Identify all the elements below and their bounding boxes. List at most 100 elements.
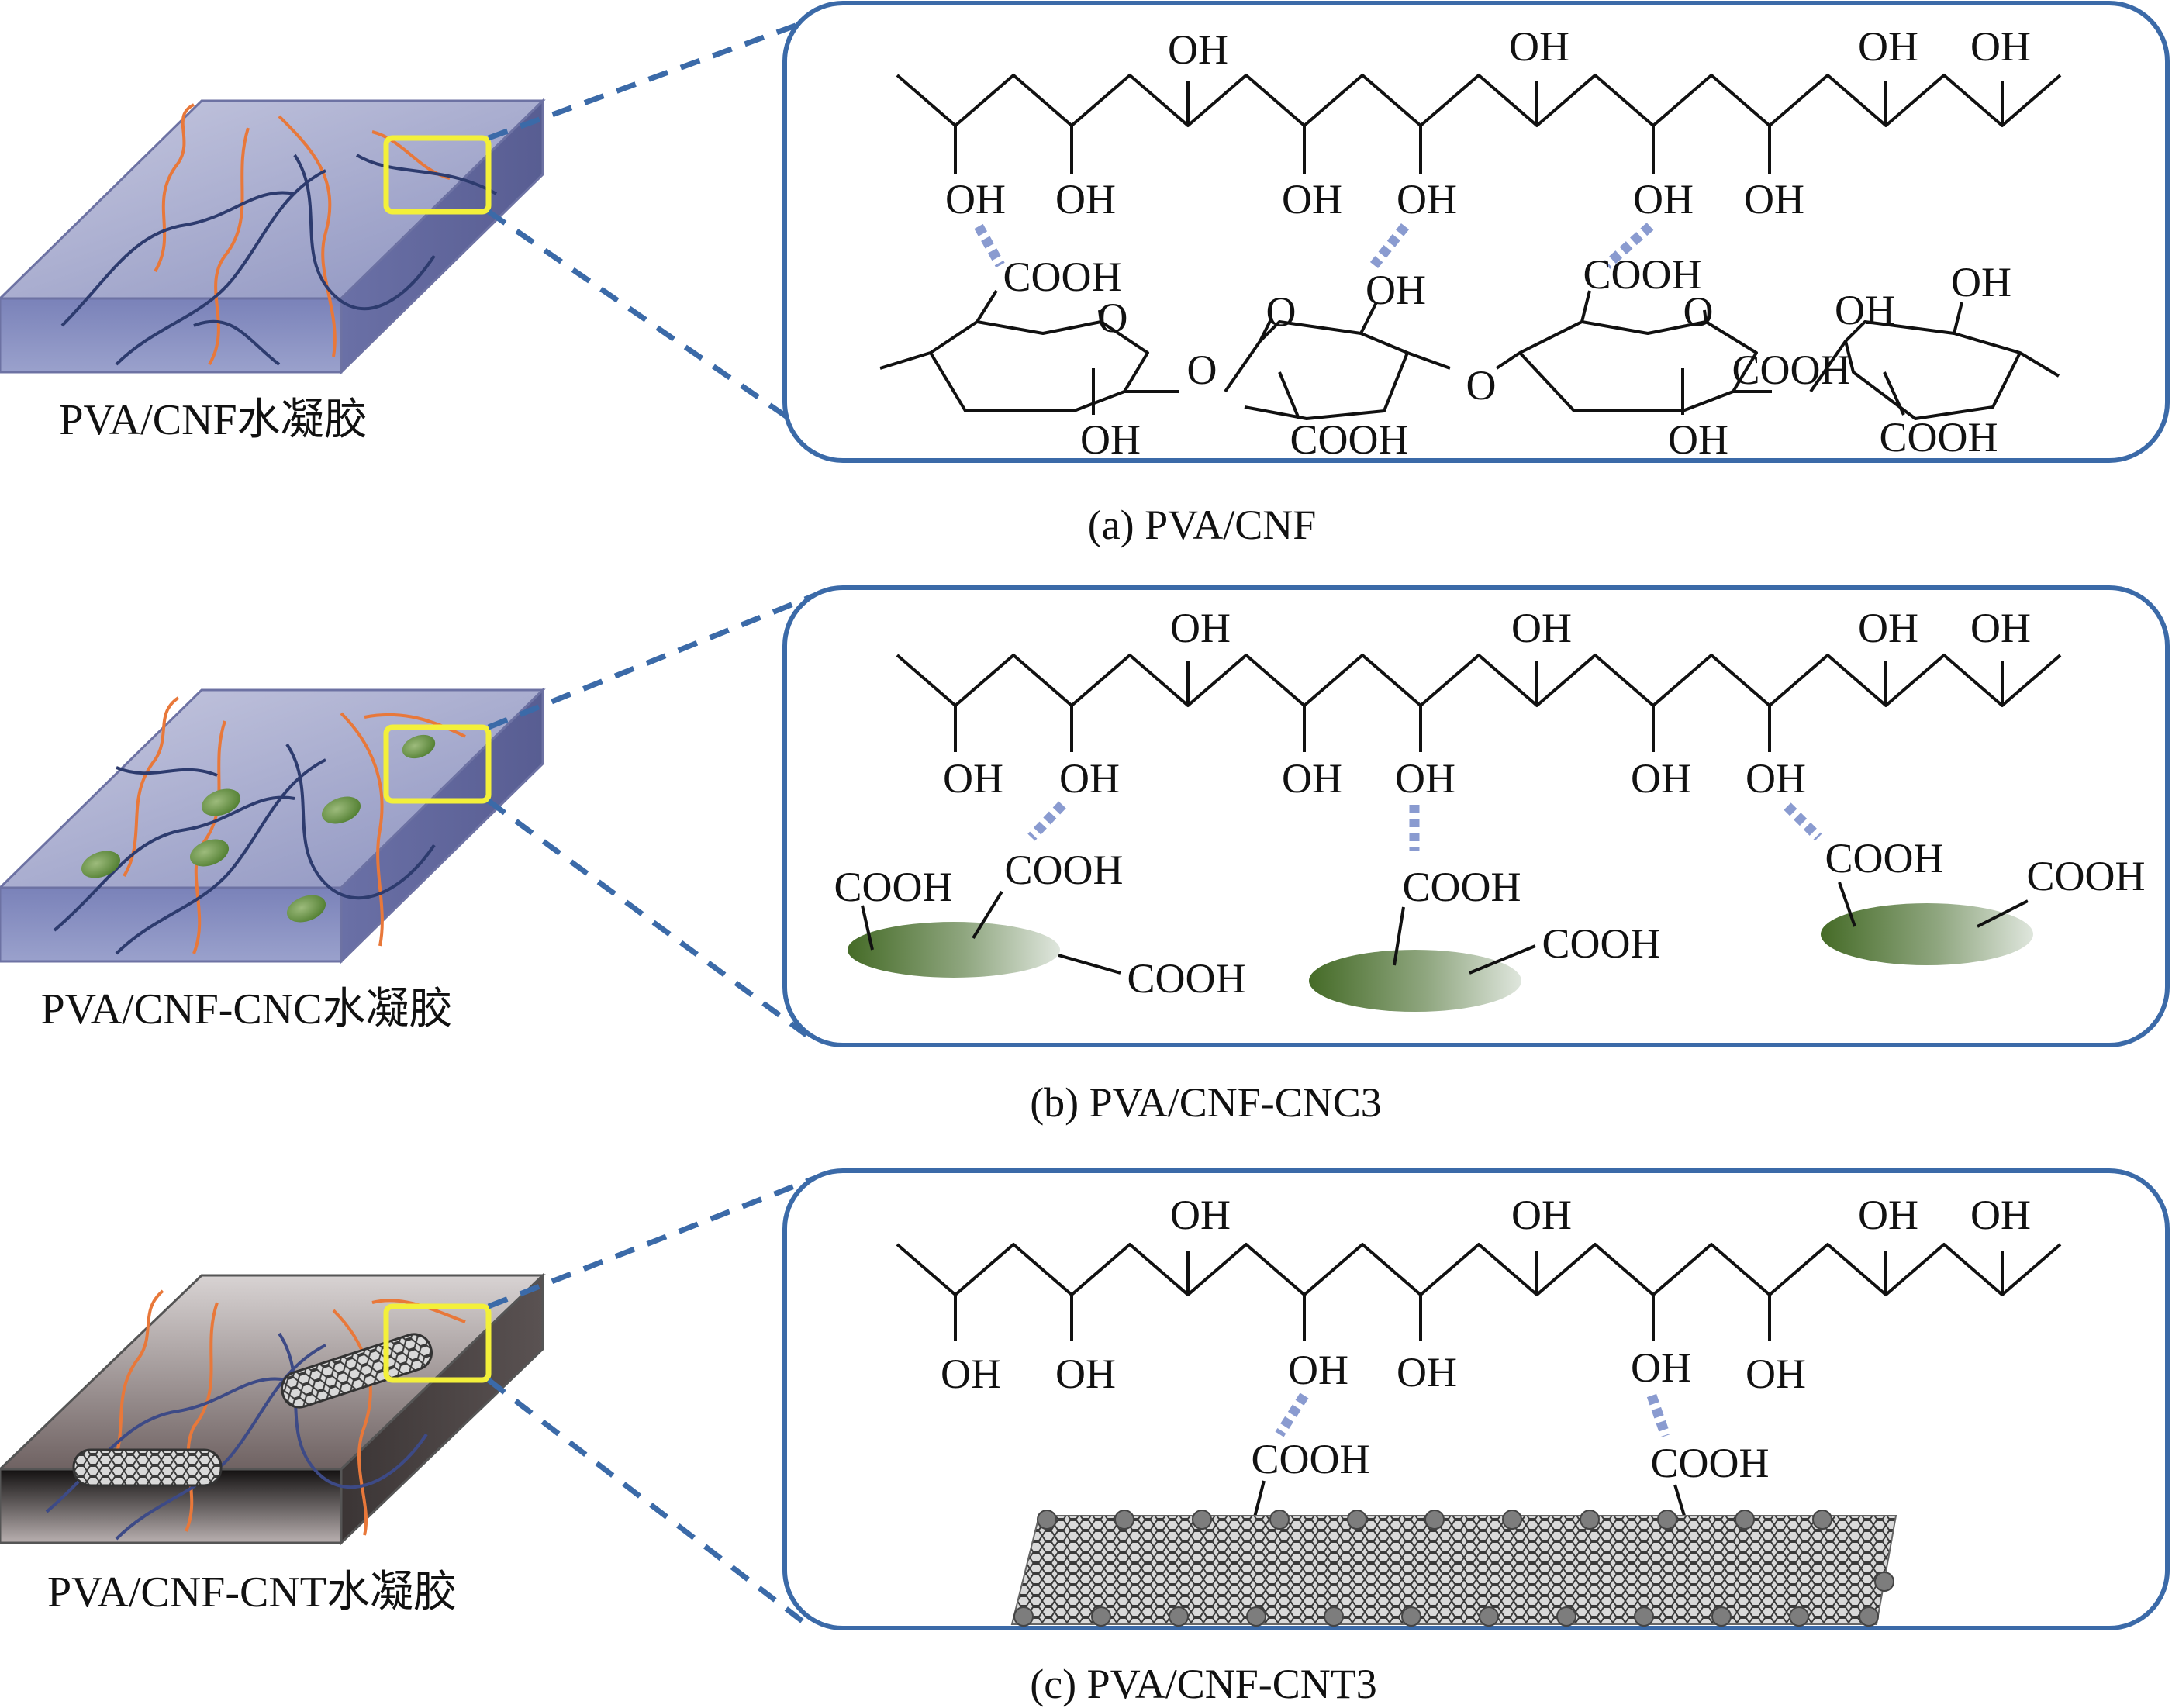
- hydrogel-slab-a: [0, 98, 546, 375]
- zoom-highlight-c: [383, 1303, 492, 1383]
- cooh-label: COOH: [1583, 251, 1701, 298]
- cooh-label: COOH: [1402, 864, 1521, 910]
- oh-label: OH: [1055, 176, 1116, 223]
- panel-b: PVA/CNF-CNC水凝胶 OH OH OH OH OH OH OH OH: [0, 585, 2170, 1126]
- cnc-particles-b: [81, 734, 436, 923]
- oh-label: OH: [1170, 1192, 1231, 1238]
- cooh-label: COOH: [1004, 847, 1123, 893]
- pva-oh-labels-c: OH OH OH OH OH OH OH OH OH OH: [941, 1192, 2031, 1397]
- oh-label: OH: [1511, 1192, 1572, 1238]
- oh-label: OH: [1080, 416, 1141, 463]
- pva-chain-a: [896, 74, 2062, 127]
- cnc-bonds-b: [861, 882, 2029, 975]
- oh-label: OH: [1631, 1344, 1691, 1391]
- pva-oh-bonds-c: [954, 1251, 2004, 1341]
- caption-c: (c) PVA/CNF-CNT3: [1030, 1661, 1377, 1707]
- oh-label: OH: [1631, 755, 1691, 802]
- cellulose-chain-a: [879, 289, 2060, 420]
- zoom-line-top-a: [487, 9, 835, 141]
- oh-label: OH: [1970, 1192, 2031, 1238]
- cooh-label: COOH: [1127, 955, 1245, 1002]
- oh-label: OH: [1282, 755, 1342, 802]
- pva-chain-b: [896, 654, 2062, 707]
- slab-label-c: PVA/CNF-CNT水凝胶: [47, 1568, 457, 1617]
- hydrogen-bonds-a: [974, 223, 1654, 269]
- cooh-label: COOH: [834, 864, 952, 910]
- zoom-line-bottom-c: [486, 1378, 809, 1627]
- oh-label: OH: [1633, 176, 1694, 223]
- oh-label: OH: [1170, 605, 1231, 651]
- cooh-label: COOH: [1542, 920, 1660, 967]
- oh-label: OH: [1970, 605, 2031, 651]
- hydrogel-slab-c: [0, 1272, 546, 1546]
- cooh-label: COOH: [1003, 254, 1121, 300]
- zoom-line-bottom-b: [486, 799, 809, 1037]
- oh-label: OH: [1668, 416, 1728, 463]
- oh-label: OH: [1397, 176, 1457, 223]
- panel-c: PVA/CNF-CNT水凝胶 OH OH OH OH OH OH OH OH: [0, 1168, 2170, 1707]
- zoom-line-top-b: [487, 585, 835, 730]
- panel-a: PVA/CNF水凝胶 OH OH OH OH OH OH OH: [0, 1, 2170, 548]
- cooh-label: COOH: [1825, 835, 1943, 882]
- ring-o-label: OH: [1835, 287, 1895, 333]
- oh-label: OH: [1744, 176, 1804, 223]
- hydrogen-bonds-b: [1027, 801, 1822, 851]
- cnc-crystals-b: [848, 903, 2033, 1012]
- carbon-nanotube-c: [1010, 1510, 1897, 1627]
- oh-label: OH: [1858, 23, 1918, 70]
- zoom-highlight-b: [383, 724, 492, 804]
- oh-label: OH: [1059, 755, 1120, 802]
- oh-label: OH: [1366, 267, 1426, 313]
- ring-o-label: O: [1098, 295, 1128, 341]
- ring-o-label: O: [1266, 288, 1297, 335]
- oh-label: OH: [1970, 23, 2031, 70]
- hydrogel-slab-b: [0, 687, 546, 964]
- oh-label: OH: [1282, 176, 1342, 223]
- fiber-network-b: [53, 696, 466, 955]
- fiber-network-a: [60, 103, 497, 366]
- oh-label: OH: [1951, 259, 2011, 305]
- oh-label: OH: [945, 176, 1006, 223]
- cnc-crystal: [848, 922, 1060, 978]
- caption-a: (a) PVA/CNF: [1088, 502, 1317, 548]
- oh-label: OH: [1858, 605, 1918, 651]
- cnc-labels-b: COOH COOH COOH COOH COOH COOH COOH: [834, 835, 2145, 1002]
- cooh-label: COOH: [1290, 416, 1408, 463]
- pva-oh-labels-b: OH OH OH OH OH OH OH OH OH OH: [943, 605, 2031, 802]
- pva-oh-labels-a: OH OH OH OH OH OH OH OH OH OH: [945, 23, 2031, 223]
- pva-oh-bonds-b: [954, 661, 2004, 752]
- zoom-line-top-c: [487, 1168, 835, 1309]
- pva-oh-bonds-a: [954, 81, 2004, 174]
- molecular-frame-a: [782, 1, 2170, 463]
- cooh-label: COOH: [1879, 414, 1998, 461]
- oh-label: OH: [941, 1351, 1001, 1397]
- caption-b: (b) PVA/CNF-CNC3: [1030, 1079, 1382, 1126]
- oh-label: OH: [1746, 755, 1806, 802]
- zoom-highlight-a: [383, 135, 492, 215]
- cnc-crystal: [1309, 950, 1521, 1012]
- oh-label: OH: [1858, 1192, 1918, 1238]
- oh-label: OH: [1055, 1351, 1116, 1397]
- oh-label: OH: [1511, 605, 1572, 651]
- slab-label-b: PVA/CNF-CNC水凝胶: [40, 985, 452, 1033]
- cnt-labels-c: COOH COOH: [1251, 1436, 1769, 1486]
- zoom-line-bottom-a: [487, 209, 808, 433]
- oh-label: OH: [1395, 755, 1455, 802]
- pva-chain-c: [896, 1243, 2062, 1296]
- cooh-label: COOH: [1251, 1436, 1369, 1482]
- cnt-tubes-c: [72, 1333, 433, 1487]
- cnc-crystal: [1821, 903, 2033, 965]
- oh-label: OH: [1746, 1351, 1806, 1397]
- oh-label: OH: [1509, 23, 1569, 70]
- cellulose-labels-a: COOH O O OH O COOH O O OH OH COOH OH COO…: [1003, 251, 2011, 463]
- bridge-o-label: O: [1466, 362, 1497, 409]
- slab-label-a: PVA/CNF水凝胶: [59, 396, 367, 444]
- bridge-o-label: O: [1187, 347, 1217, 393]
- oh-label: OH: [1168, 26, 1228, 73]
- cooh-label: COOH: [2026, 853, 2145, 899]
- oh-label: OH: [943, 755, 1003, 802]
- hydrogen-bonds-c: [1275, 1392, 1671, 1438]
- ring-o-label: O: [1683, 288, 1714, 335]
- bridge-o-label: COOH: [1732, 347, 1850, 393]
